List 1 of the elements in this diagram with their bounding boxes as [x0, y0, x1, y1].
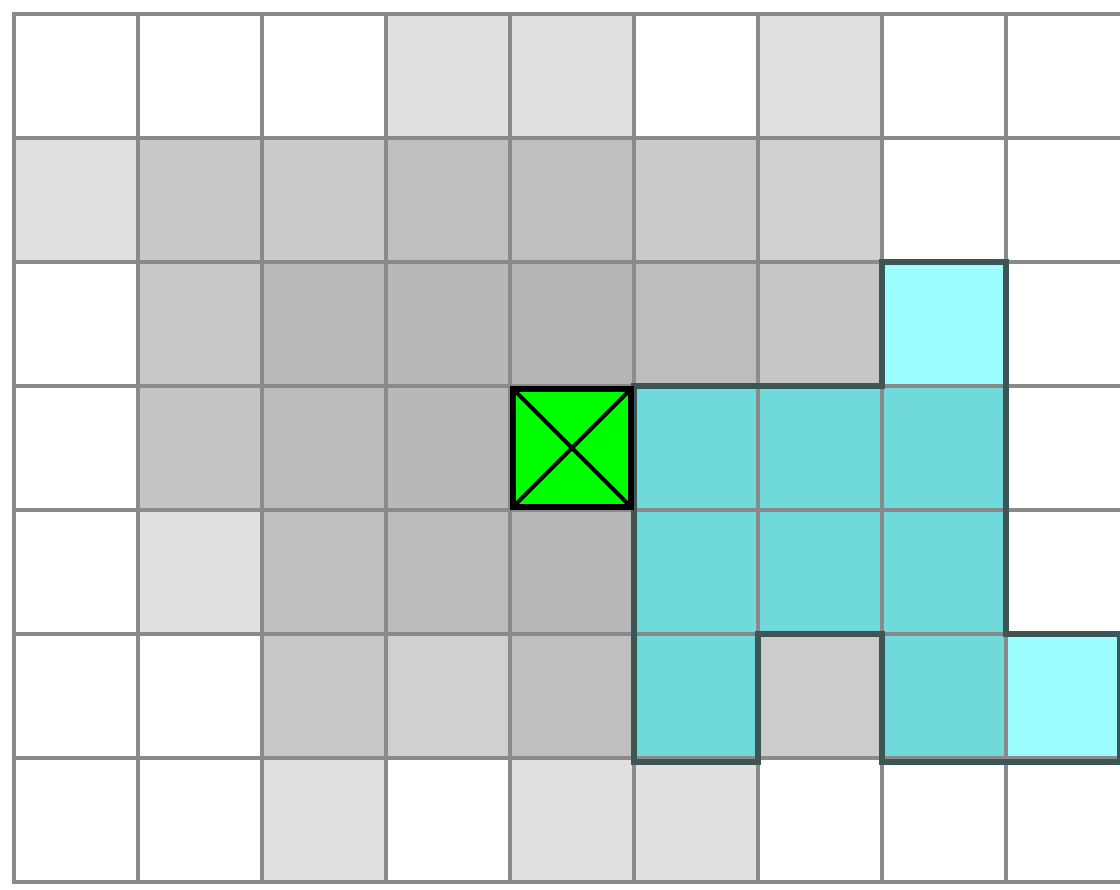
marked-cell [510, 386, 634, 510]
